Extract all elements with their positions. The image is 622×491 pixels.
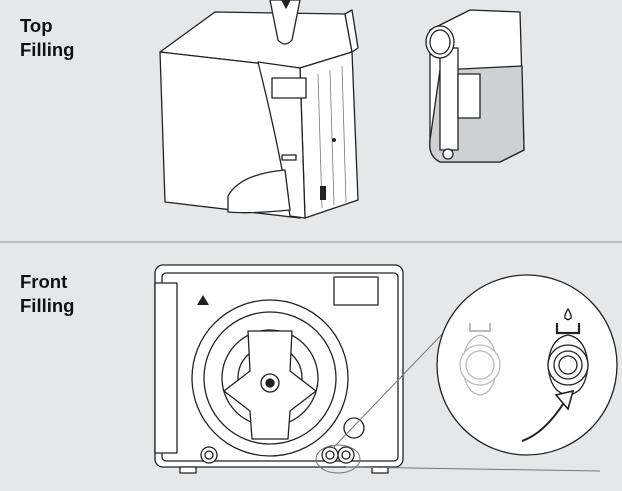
tank-icon — [555, 323, 581, 335]
front-filling-label-line2: Filling — [20, 295, 75, 316]
top-filling-illustration — [159, 0, 525, 219]
section-divider — [0, 241, 622, 243]
top-filling-label: Top Filling — [20, 14, 74, 62]
front-filling-panel: Front Filling — [0, 243, 622, 491]
front-filling-label: Front Filling — [20, 270, 74, 318]
front-filling-label-line1: Front — [20, 271, 68, 292]
warning-icon — [197, 295, 209, 305]
top-filling-panel: Top Filling — [0, 0, 622, 242]
arrow-icon — [521, 400, 566, 442]
water-drop-icon — [564, 307, 572, 321]
top-filling-label-line1: Top — [20, 15, 53, 36]
front-filling-illustration — [154, 264, 618, 474]
top-filling-label-line2: Filling — [20, 39, 75, 60]
